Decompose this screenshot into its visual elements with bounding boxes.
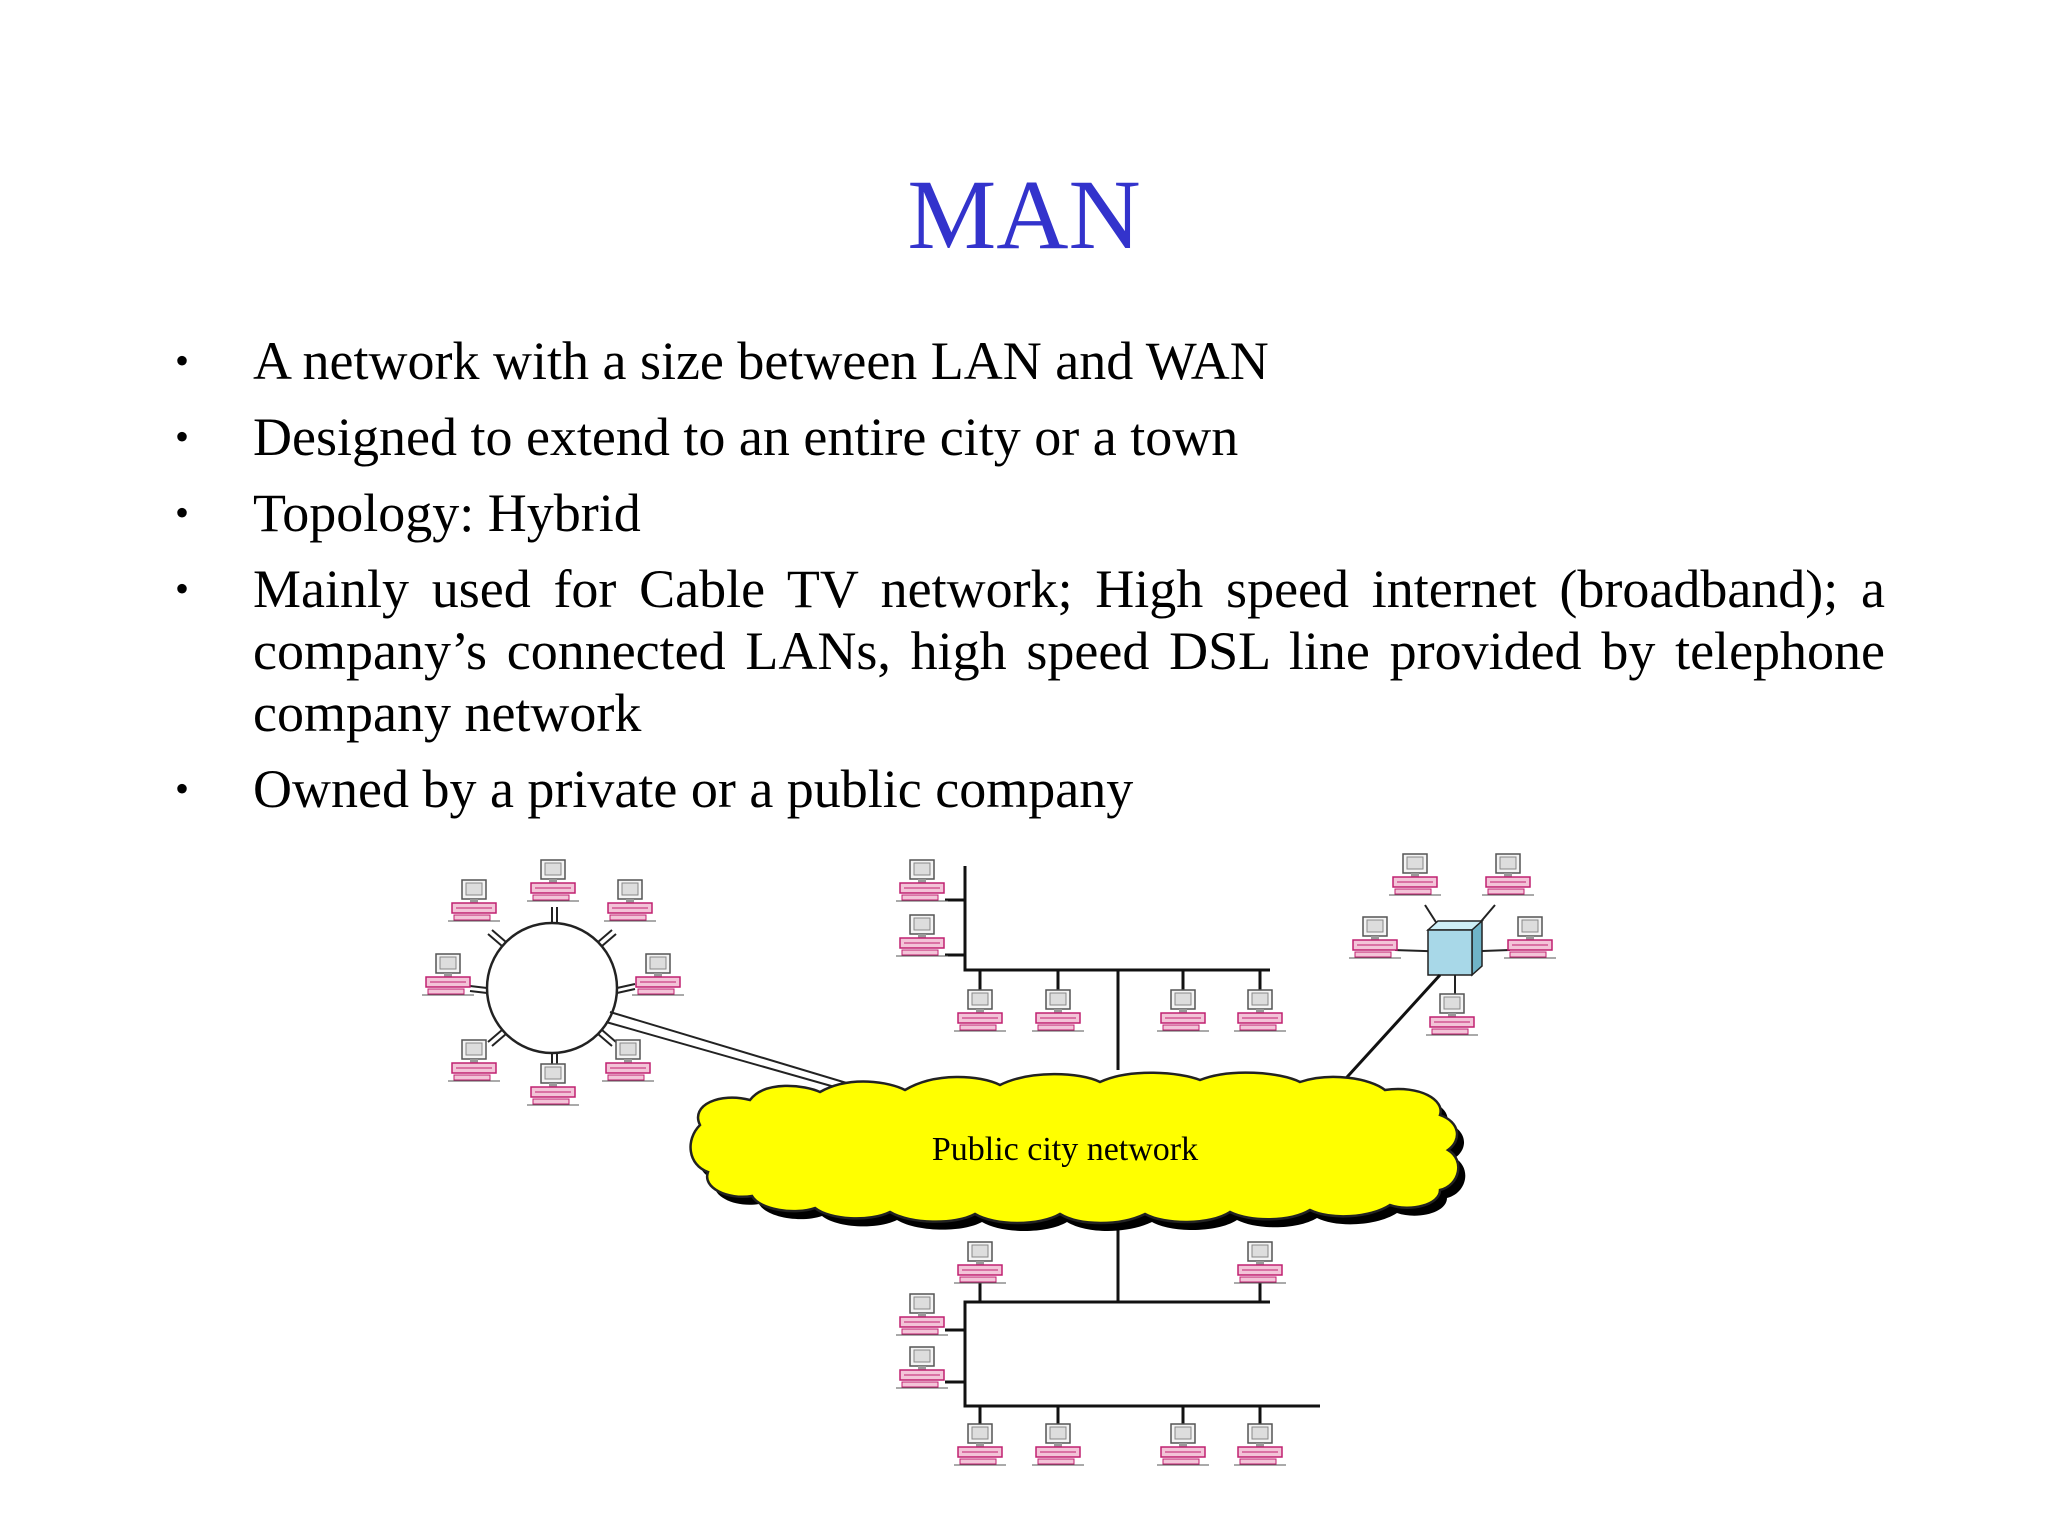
computer-icon — [1031, 1423, 1085, 1466]
computer-icon — [1156, 989, 1210, 1032]
bullet-item: •Topology: Hybrid — [175, 483, 641, 543]
computer-icon — [447, 879, 501, 922]
bullet-item: •Owned by a private or a public company — [175, 759, 1134, 819]
bullet-icon: • — [175, 414, 190, 459]
computer-icon — [526, 1063, 580, 1106]
bullet-item: •Mainly used for Cable TV network; High … — [175, 559, 1885, 743]
hub-icon — [1426, 919, 1484, 977]
ring-lan — [421, 859, 685, 1106]
bullet-icon: • — [175, 566, 190, 611]
computer-icon — [1233, 1241, 1287, 1284]
computer-icon — [895, 1293, 949, 1336]
bullet-icon: • — [175, 338, 190, 383]
bullet-list: •A network with a size between LAN and W… — [165, 330, 1885, 834]
computer-icon — [895, 1346, 949, 1389]
computer-icon — [1481, 853, 1535, 896]
computer-icon — [953, 1423, 1007, 1466]
computer-icon — [953, 989, 1007, 1032]
ring — [485, 921, 619, 1055]
computer-icon — [631, 953, 685, 996]
star-lan — [1326, 853, 1557, 1100]
cloud-label: Public city network — [932, 1131, 1198, 1168]
computer-icon — [1233, 1423, 1287, 1466]
cloud-icon: Public city network — [689, 1071, 1466, 1231]
computer-icon — [1503, 916, 1557, 959]
computer-icon — [1348, 916, 1402, 959]
bullet-item: •A network with a size between LAN and W… — [175, 331, 1269, 391]
computer-icon — [953, 1241, 1007, 1284]
ring-link — [609, 1011, 881, 1094]
bullet-icon: • — [175, 490, 190, 535]
computer-icon — [895, 914, 949, 957]
bullet-icon: • — [175, 766, 190, 811]
computer-icon — [1156, 1423, 1210, 1466]
computer-icon — [526, 859, 580, 902]
computer-icon — [1425, 993, 1479, 1036]
computer-icon — [1233, 989, 1287, 1032]
computer-icon — [601, 1039, 655, 1082]
computer-icon — [421, 953, 475, 996]
slide-title: MAN — [907, 159, 1141, 270]
computer-icon — [895, 859, 949, 902]
computer-icon — [1031, 989, 1085, 1032]
top-bus-lan — [895, 859, 1287, 1070]
bullet-item: •Designed to extend to an entire city or… — [175, 407, 1239, 467]
computer-icon — [603, 879, 657, 922]
computer-icon — [1388, 853, 1442, 896]
